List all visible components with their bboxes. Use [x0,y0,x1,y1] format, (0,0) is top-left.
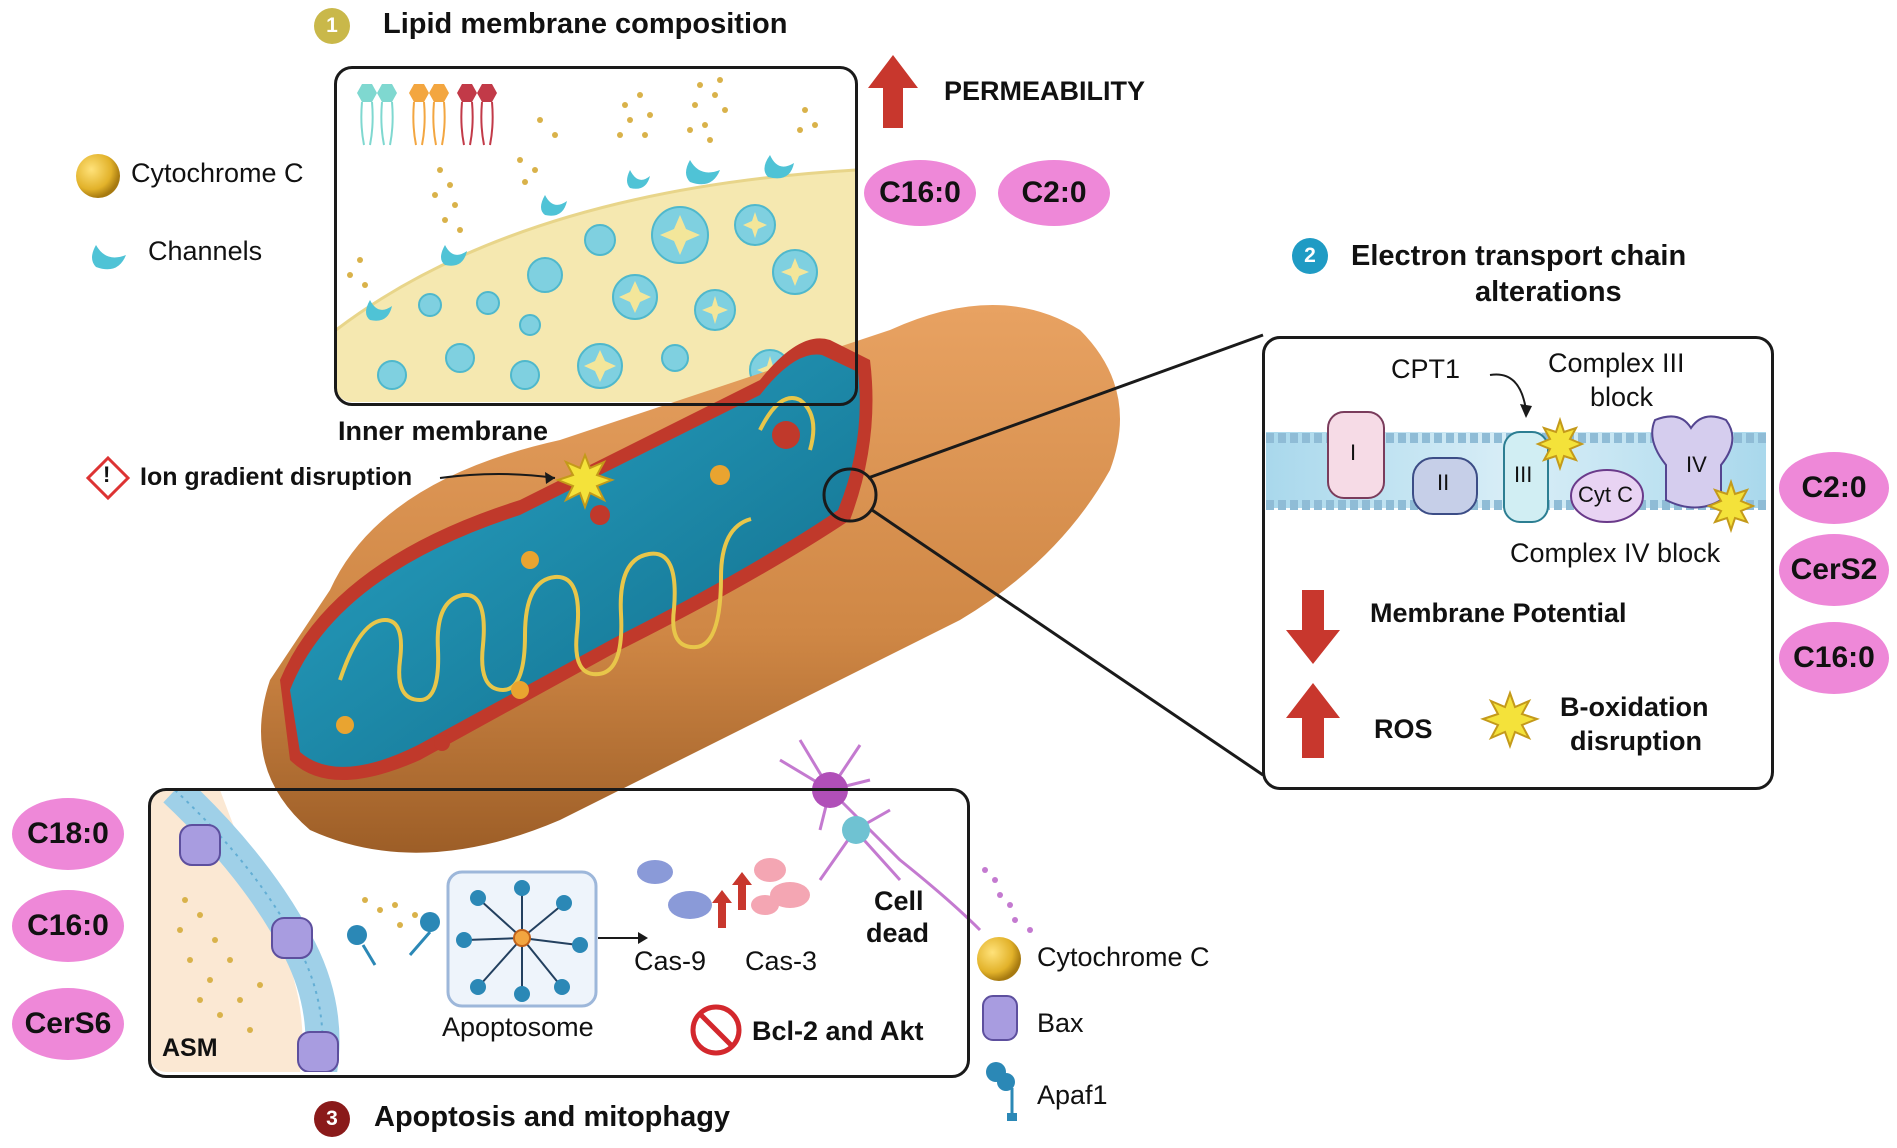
pill-etc-c16-0: C16:0 [1779,622,1889,694]
etc-membrane-illustration [1266,373,1766,758]
cytochrome-c-icon [76,154,120,198]
complex-iv-label: IV [1686,452,1707,477]
burst-icon [555,452,615,510]
apoptosis-box [148,788,970,1078]
channel-icon [92,245,126,270]
section2-number-badge: 2 [1292,238,1328,274]
bcl2-akt-label: Bcl-2 and Akt [752,1016,924,1046]
legend-channels-label: Channels [148,236,263,266]
lipid-molecules-icon [357,84,497,146]
channel-icons [366,155,794,321]
bax-icon [982,995,1018,1041]
apoptosome-label: Apoptosome [442,1012,594,1042]
legend3-apaf1-label: Apaf1 [1037,1080,1108,1110]
mitochondrion-illustration [261,305,1120,853]
complex-iii-label: III [1514,462,1533,487]
cpt1-label: CPT1 [1391,354,1461,384]
down-arrow-icon [1286,590,1340,664]
complex3-block-line2: block [1590,382,1654,412]
pill-etc-c2-0: C2:0 [1779,452,1889,524]
inner-membrane-label: Inner membrane [338,416,549,446]
pill-c16-0: C16:0 [864,160,976,226]
pill-c18-0: C18:0 [12,798,124,870]
zoom-circle [822,467,878,523]
up-arrow-icon [1286,683,1340,758]
section2-title-line2: alterations [1475,276,1622,308]
apaf1-icon [986,1062,1017,1121]
pill-c16-0-apoptosis: C16:0 [12,890,124,962]
pill-cers6: CerS6 [12,988,124,1060]
complex4-block-label: Complex IV block [1510,538,1721,568]
pill-etc-cers2: CerS2 [1779,534,1889,606]
asm-label: ASM [162,1034,218,1062]
complex-i-label: I [1350,440,1357,465]
cytochrome-c-icon [977,937,1021,981]
cyt-c-label: Cyt C [1578,482,1633,507]
section2-title-line1: Electron transport chain [1351,240,1687,272]
ros-label: ROS [1374,714,1433,744]
ion-gradient-label: Ion gradient disruption [140,463,413,491]
complex-ii-label: II [1437,470,1450,495]
cell-dead-line1: Cell [874,886,924,916]
cell-dead-line2: dead [866,918,930,948]
section3-number-badge: 3 [314,1101,350,1137]
apoptosis-illustration [150,790,810,1072]
legend3-bax-label: Bax [1037,1008,1084,1038]
warning-diamond-icon [85,455,131,501]
pill-c2-0: C2:0 [998,160,1110,226]
legend3-cytochrome-c-label: Cytochrome C [1037,942,1210,972]
warning-exclamation: ! [103,462,111,487]
lipid-membrane-illustration [336,77,856,402]
lipid-membrane-box [334,66,858,406]
cas9-label: Cas-9 [634,946,707,976]
bax-icons [179,824,339,1072]
complex3-block-line1: Complex III [1548,348,1685,378]
up-arrow-icon [868,55,918,128]
etc-box [1262,336,1774,790]
legend-cytochrome-c-label: Cytochrome C [131,158,304,188]
cas3-label: Cas-3 [745,946,818,976]
permeability-label: PERMEABILITY [944,76,1146,106]
membrane-potential-label: Membrane Potential [1370,598,1627,628]
section3-title: Apoptosis and mitophagy [374,1101,731,1133]
prohibition-icon [690,1004,742,1056]
section1-title: Lipid membrane composition [383,8,788,40]
section1-number-badge: 1 [314,8,350,44]
boxidation-line2: disruption [1570,726,1702,756]
boxidation-line1: B-oxidation [1560,692,1709,722]
